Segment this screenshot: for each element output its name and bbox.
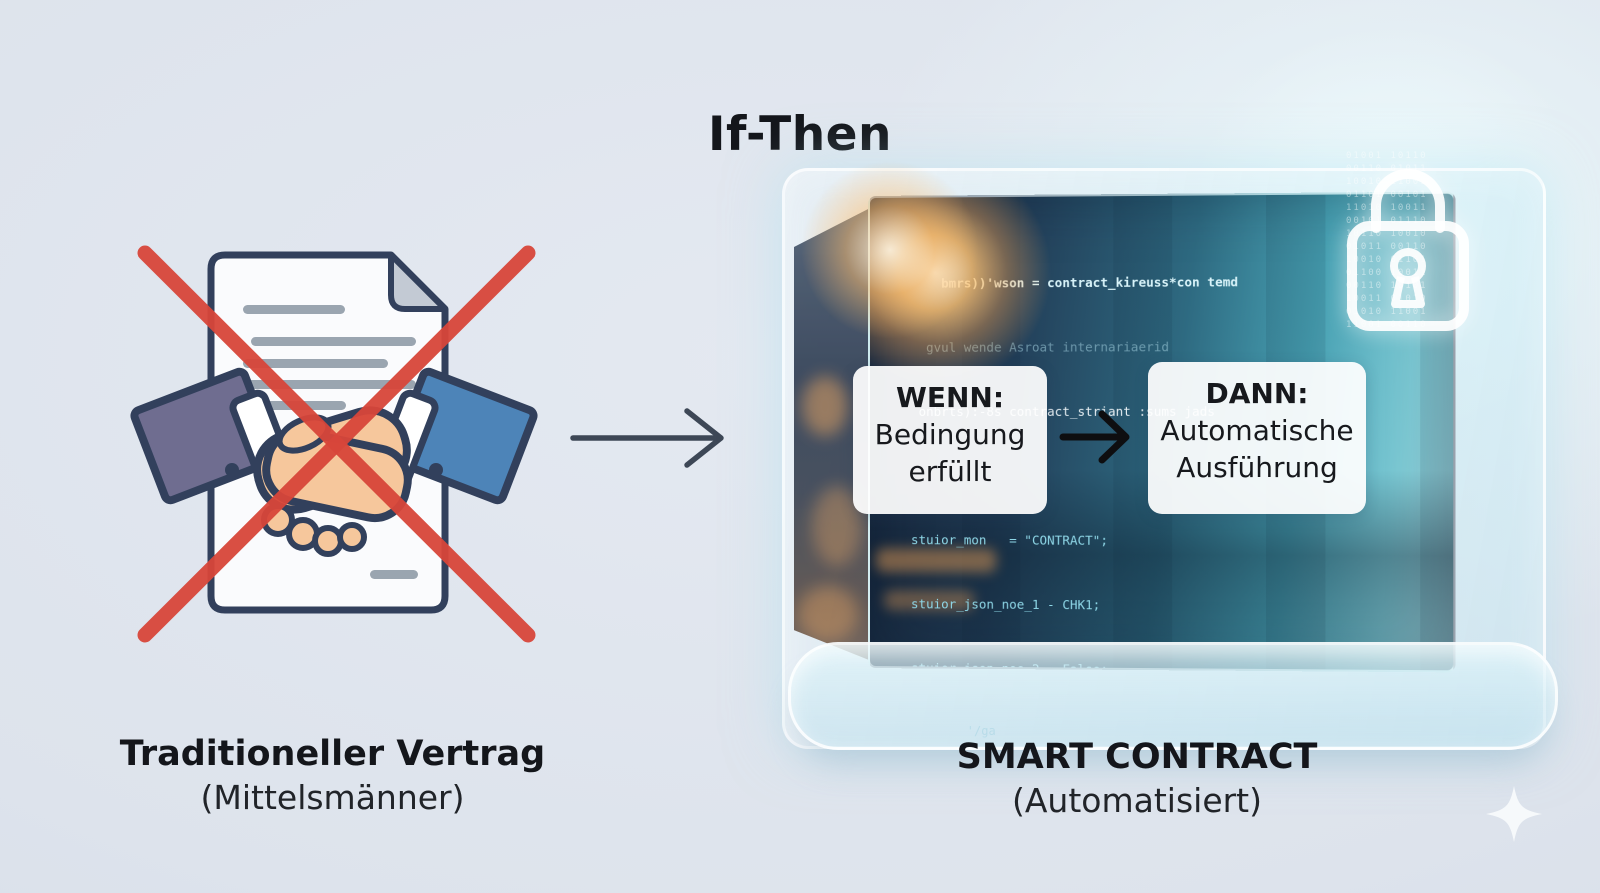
dann-label: DANN: <box>1148 375 1366 412</box>
bokeh-blob <box>802 376 848 436</box>
dann-line1: Automatische <box>1148 412 1366 449</box>
code-line: bmrs))'wson = contract_kireuss*con temd <box>896 274 1238 292</box>
traditional-contract-illustration <box>118 226 550 646</box>
wenn-condition-box: WENN: Bedingung erfüllt <box>853 366 1047 514</box>
wenn-line1: Bedingung <box>853 416 1047 453</box>
dann-condition-box: DANN: Automatische Ausführung <box>1148 362 1366 514</box>
dann-line2: Ausführung <box>1148 449 1366 486</box>
traditional-contract-subheading: (Mittelsmänner) <box>105 776 560 820</box>
sparkle-icon <box>1478 782 1550 854</box>
traditional-contract-heading: Traditioneller Vertrag <box>105 732 560 776</box>
smart-contract-caption: SMART CONTRACT (Automatisiert) <box>930 735 1344 823</box>
code-line: stuior_mon = "CONTRACT"; <box>896 532 1238 549</box>
wenn-label: WENN: <box>853 379 1047 416</box>
code-line: gvul wende Asroat internariaerid <box>896 339 1238 356</box>
security-lock-icon <box>1338 136 1478 334</box>
code-line: stuior_json_noe_1 - CHK1; <box>896 596 1238 614</box>
wenn-line2: erfüllt <box>853 453 1047 490</box>
then-arrow-icon <box>1058 404 1146 470</box>
smart-contract-subheading: (Automatisiert) <box>930 779 1344 823</box>
bokeh-blob <box>798 586 858 642</box>
smart-contract-heading: SMART CONTRACT <box>930 735 1344 779</box>
screen-glass-stand: '/ga *automatreiue, ::ontdod: tevemod <box>788 642 1558 750</box>
traditional-contract-caption: Traditioneller Vertrag (Mittelsmänner) <box>105 732 560 820</box>
right-arrow-icon <box>565 402 740 474</box>
